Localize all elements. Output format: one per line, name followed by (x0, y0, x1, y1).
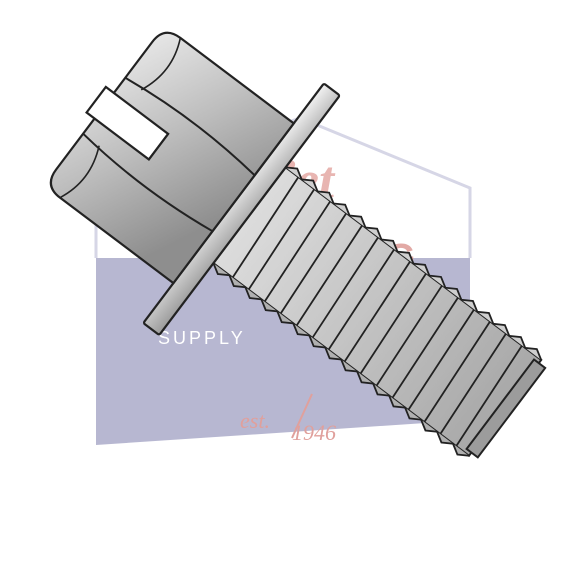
watermark-supply-text: SUPPLY (158, 328, 246, 348)
screw-illustration (49, 31, 547, 459)
screw-hex-head (49, 31, 296, 285)
watermark-est-slash (291, 393, 313, 439)
watermark-est-text: est. (240, 408, 270, 433)
screw-shank (212, 165, 547, 459)
watermark-year-text: 1946 (292, 420, 336, 445)
